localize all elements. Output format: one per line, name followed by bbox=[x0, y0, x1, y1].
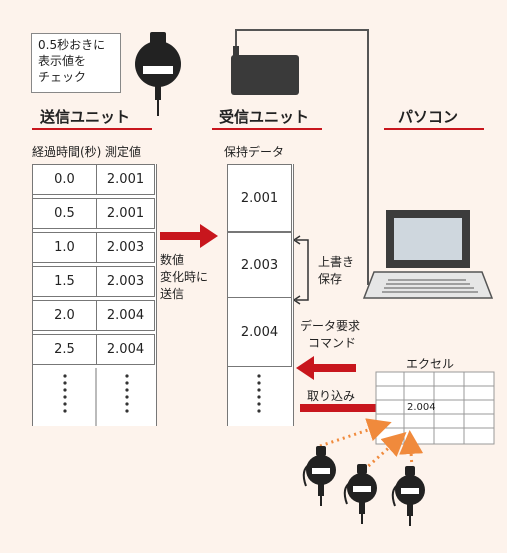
time-cell: 0.5 bbox=[32, 198, 97, 229]
request-arrow-icon bbox=[296, 356, 356, 380]
measured-value-header: 測定値 bbox=[105, 145, 142, 159]
send-label-line: 数値 bbox=[160, 253, 185, 267]
request-label-line: コマンド bbox=[308, 336, 357, 350]
send-label: 数値 変化時に 送信 bbox=[160, 252, 208, 303]
value-cell: 2.001 bbox=[96, 198, 155, 229]
send-label-line: 送信 bbox=[160, 287, 185, 301]
receiver-title: 受信ユニット bbox=[219, 108, 310, 126]
elapsed-time-header: 経過時間(秒) bbox=[32, 145, 102, 159]
dotted-arrows-icon bbox=[319, 418, 424, 472]
overwrite-label: 上書き 保存 bbox=[318, 254, 354, 288]
held-value-cell: 2.004 bbox=[227, 297, 292, 367]
value-cell: 2.003 bbox=[96, 266, 155, 297]
import-label: 取り込み bbox=[307, 389, 356, 403]
overwrite-label-line: 保存 bbox=[318, 272, 343, 286]
sender-title-underline bbox=[32, 128, 152, 130]
value-cell: 2.001 bbox=[96, 164, 155, 195]
time-cell: 0.0 bbox=[32, 164, 97, 195]
note-line: 表示値を bbox=[38, 54, 87, 68]
sender-title: 送信ユニット bbox=[40, 108, 131, 126]
excel-title: エクセル bbox=[406, 357, 455, 371]
small-gauge-icon bbox=[302, 446, 336, 506]
overwrite-bracket-icon bbox=[292, 235, 309, 305]
receiver-unit-icon bbox=[231, 29, 385, 285]
time-cell: 1.5 bbox=[32, 266, 97, 297]
pc-title: パソコン bbox=[398, 108, 459, 126]
continuation-dots-icon bbox=[257, 374, 261, 413]
time-cell: 1.0 bbox=[32, 232, 97, 263]
send-label-line: 変化時に bbox=[160, 270, 209, 284]
request-label-line: データ要求 bbox=[300, 319, 361, 333]
value-cell: 2.003 bbox=[96, 232, 155, 263]
pc-title-underline bbox=[384, 128, 484, 130]
laptop-icon bbox=[362, 210, 494, 299]
time-cell: 2.5 bbox=[32, 334, 97, 365]
value-cell: 2.004 bbox=[96, 334, 155, 365]
request-label: データ要求 コマンド bbox=[300, 318, 360, 352]
value-cell: 2.004 bbox=[96, 300, 155, 331]
continuation-dots-icon bbox=[63, 368, 129, 426]
held-value-cell: 2.001 bbox=[227, 164, 292, 232]
note-line: チェック bbox=[38, 70, 87, 84]
held-data-header: 保持データ bbox=[224, 145, 285, 159]
time-cell: 2.0 bbox=[32, 300, 97, 331]
check-note: 0.5秒おきに 表示値を チェック bbox=[31, 33, 121, 93]
dial-indicator-top-icon bbox=[135, 32, 181, 116]
note-line: 0.5秒おきに bbox=[38, 38, 106, 52]
small-gauge-icon bbox=[391, 466, 425, 526]
receiver-title-underline bbox=[212, 128, 322, 130]
excel-cell-value: 2.004 bbox=[407, 402, 436, 413]
overwrite-label-line: 上書き bbox=[318, 255, 355, 269]
held-value-cell: 2.003 bbox=[227, 232, 292, 298]
small-gauge-icon bbox=[343, 464, 377, 524]
send-arrow-icon bbox=[160, 224, 218, 248]
